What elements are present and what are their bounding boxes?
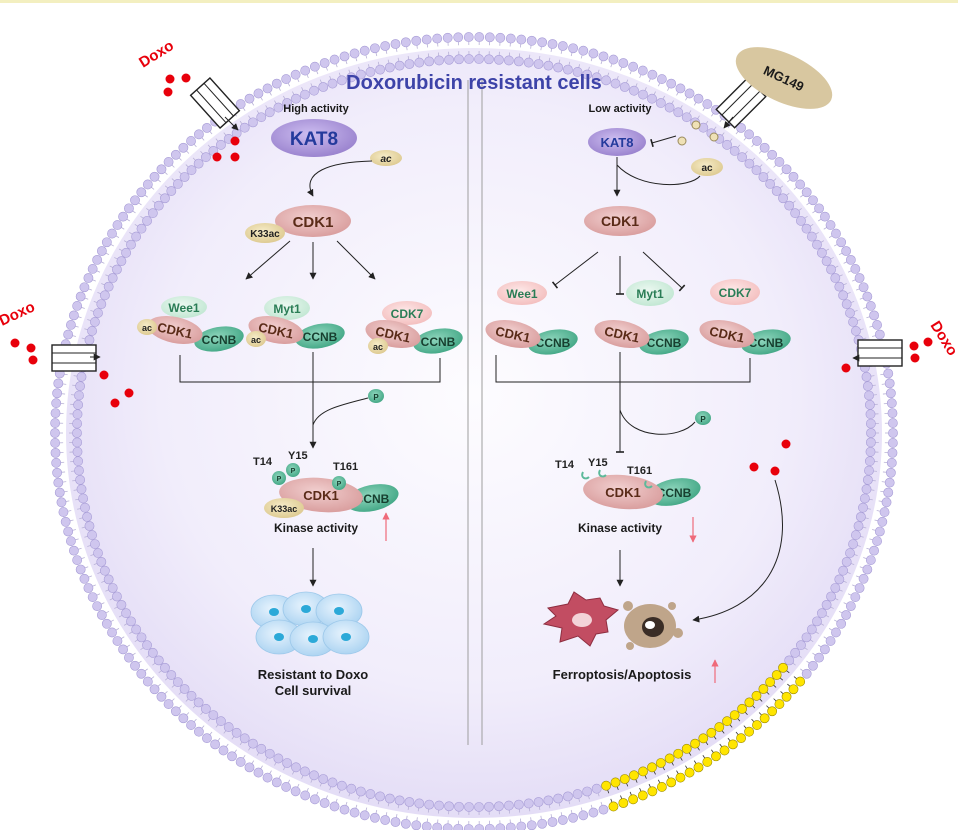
doxo-label-left: Doxo	[0, 298, 38, 329]
surviving-cell-cluster	[251, 592, 369, 656]
transporter-left	[52, 345, 96, 371]
right-activity-label: Low activity	[589, 103, 653, 115]
svg-text:CCNB: CCNB	[647, 336, 682, 350]
left-outcome-line2: Cell survival	[275, 683, 352, 698]
right-kinase-activity-label: Kinase activity	[578, 521, 662, 535]
left-kat8-label: KAT8	[290, 129, 338, 150]
transporter-top-left	[191, 78, 240, 128]
svg-text:T14: T14	[555, 459, 575, 471]
svg-text:T14: T14	[253, 456, 273, 468]
svg-text:P: P	[291, 468, 296, 475]
doxo-label-top: Doxo	[136, 37, 177, 71]
svg-text:ac: ac	[373, 342, 383, 352]
diagram-title: Doxorubicin resistant cells	[346, 72, 602, 94]
svg-text:ac: ac	[251, 335, 261, 345]
svg-text:K33ac: K33ac	[271, 504, 298, 514]
svg-text:T161: T161	[333, 461, 358, 473]
left-cdk1-label: CDK1	[293, 214, 334, 231]
left-outcome-line1: Resistant to Doxo	[258, 667, 369, 682]
right-wee1-label: Wee1	[506, 287, 537, 301]
right-cdk1-label: CDK1	[601, 213, 639, 229]
left-cdk7-label: CDK7	[391, 307, 424, 321]
top-strip	[0, 0, 958, 3]
left-myt1-label: Myt1	[273, 302, 301, 316]
left-acetyl-label: ac	[380, 154, 392, 165]
left-wee1-label: Wee1	[168, 301, 199, 315]
ferroptotic-nucleus	[572, 613, 592, 627]
svg-text:CDK1: CDK1	[303, 488, 338, 503]
svg-text:P: P	[700, 415, 706, 424]
right-outcome-label: Ferroptosis/Apoptosis	[553, 667, 692, 682]
right-myt1-label: Myt1	[636, 287, 664, 301]
doxo-label-right: Doxo	[927, 318, 958, 359]
right-kat8-label: KAT8	[601, 135, 634, 150]
svg-text:T161: T161	[627, 465, 652, 477]
transporter-right	[858, 340, 902, 366]
svg-text:CCNB: CCNB	[536, 336, 571, 350]
svg-text:Y15: Y15	[588, 457, 608, 469]
svg-text:P: P	[373, 393, 379, 402]
left-activity-label: High activity	[283, 103, 349, 115]
left-k33ac-label: K33ac	[250, 229, 280, 240]
svg-text:CCNB: CCNB	[421, 335, 456, 349]
svg-text:ac: ac	[142, 323, 152, 333]
svg-text:P: P	[337, 481, 342, 488]
svg-text:CCNB: CCNB	[303, 330, 338, 344]
right-acetyl-label: ac	[701, 163, 713, 174]
svg-text:CDK1: CDK1	[605, 485, 640, 500]
svg-text:P: P	[277, 476, 282, 483]
left-kinase-activity-label: Kinase activity	[274, 521, 358, 535]
cell-interior	[66, 48, 882, 818]
svg-text:CCNB: CCNB	[202, 333, 237, 347]
svg-text:Y15: Y15	[288, 450, 308, 462]
right-cdk7-label: CDK7	[719, 286, 752, 300]
